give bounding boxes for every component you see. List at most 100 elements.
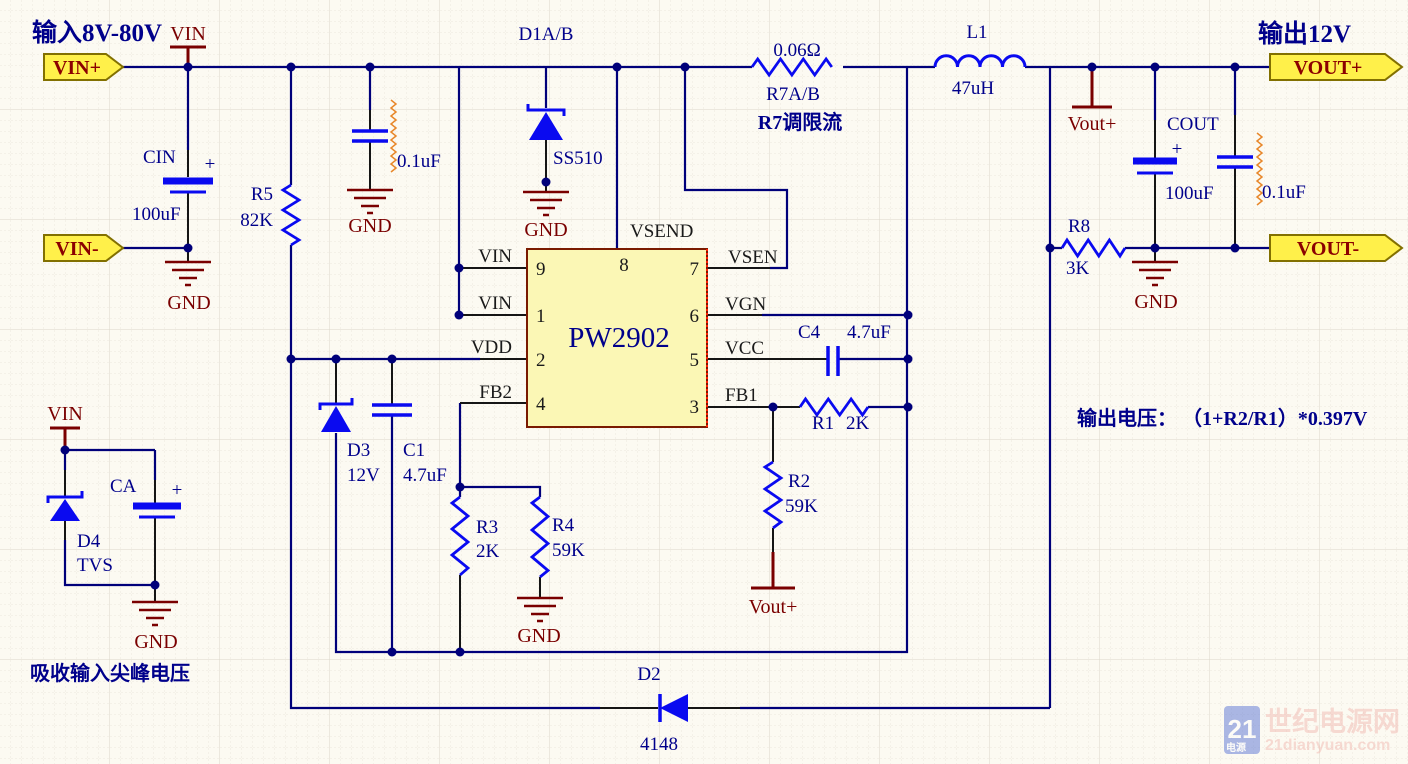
vin-port-label: VIN <box>170 23 206 45</box>
gnd-label: GND <box>524 219 567 241</box>
gnd-label: GND <box>348 215 391 237</box>
watermark-site-name: 世纪电源网 <box>1265 706 1400 737</box>
pin-label-vcc: VCC <box>725 338 764 359</box>
cin-value: 100uF <box>132 204 181 225</box>
r7-note: R7调限流 <box>758 110 842 134</box>
gnd-symbol <box>523 190 569 217</box>
flag-vin-plus[interactable] <box>43 53 125 81</box>
diode-d3-triangle <box>321 406 351 432</box>
watermark-logo-text: 电源 <box>1226 741 1246 754</box>
gnd-symbol <box>132 600 178 627</box>
resistor-r8 <box>1060 237 1127 259</box>
d4-ref: D4 <box>77 531 101 552</box>
d2-ref: D2 <box>637 664 660 685</box>
pin-label-vgn: VGN <box>725 294 766 315</box>
gnd-symbol <box>165 260 211 287</box>
vout-port-label: Vout+ <box>1068 113 1117 135</box>
cin-plus: + <box>205 154 216 175</box>
cin2-value: 0.1uF <box>397 151 441 172</box>
diode-d1-triangle <box>529 112 563 140</box>
resistor-r3 <box>449 495 471 577</box>
d3-value: 12V <box>347 465 380 486</box>
input-range-title: 输入8V-80V <box>32 18 162 47</box>
r8-ref: R8 <box>1068 216 1090 237</box>
d1-ref: D1A/B <box>519 24 574 45</box>
c4-value: 4.7uF <box>847 322 891 343</box>
pin-label-fb1: FB1 <box>725 385 758 406</box>
ic-name: PW2902 <box>568 322 670 354</box>
r2-value: 59K <box>785 496 818 517</box>
gnd-symbol <box>1132 260 1178 287</box>
flag-vout-plus-label: VOUT+ <box>1294 57 1363 79</box>
pin-number-8: 8 <box>619 255 629 276</box>
pin-number-1: 1 <box>536 306 546 327</box>
watermark-site-url: 21dianyuan.com <box>1265 737 1390 754</box>
flag-vin-minus[interactable] <box>43 234 125 262</box>
r1-ref: R1 <box>812 413 834 434</box>
pin-label-vin9: VIN <box>478 246 512 267</box>
gnd-label: GND <box>134 631 177 653</box>
resistor-r1 <box>798 396 870 418</box>
r4-ref: R4 <box>552 515 575 536</box>
c1-ref: C1 <box>403 440 425 461</box>
resistor-r7 <box>750 56 833 78</box>
diode-d4-triangle <box>50 499 80 521</box>
r3-ref: R3 <box>476 517 498 538</box>
cout-plus: + <box>1172 139 1183 160</box>
c1-value: 4.7uF <box>403 465 447 486</box>
r3-value: 2K <box>476 541 500 562</box>
junction-dots <box>60 62 1240 657</box>
ca-ref: CA <box>110 476 137 497</box>
gnd-label: GND <box>1134 291 1177 313</box>
pin-label-fb2: FB2 <box>479 382 512 403</box>
r8-value: 3K <box>1066 258 1090 279</box>
r5-value: 82K <box>240 210 273 231</box>
watermark-logo <box>1224 706 1260 754</box>
component-leads <box>64 110 1236 709</box>
pin-number-9: 9 <box>536 259 546 280</box>
vin-port-label: VIN <box>47 403 83 425</box>
tvs-note: 吸收输入尖峰电压 <box>30 661 190 685</box>
power-port-bars <box>50 45 1112 590</box>
d4-value: TVS <box>77 555 113 576</box>
r5-ref: R5 <box>251 184 273 205</box>
resistor-r4 <box>529 495 551 579</box>
pin-number-3: 3 <box>690 397 700 418</box>
r7-ref: R7A/B <box>766 84 820 105</box>
pin-number-4: 4 <box>536 394 546 415</box>
watermark-logo-number: 21 <box>1228 714 1257 744</box>
resistor-r5 <box>280 183 302 247</box>
l1-value: 47uH <box>952 78 995 99</box>
ic-body <box>526 248 708 428</box>
wire-nets <box>63 65 1270 710</box>
diode-d3-bar <box>318 398 354 410</box>
flag-vout-minus[interactable] <box>1269 234 1404 262</box>
cout-value: 100uF <box>1165 183 1214 204</box>
pin-number-5: 5 <box>690 350 700 371</box>
diode-d4-bar <box>46 491 84 503</box>
flag-vout-minus-label: VOUT- <box>1297 238 1359 260</box>
gnd-symbol <box>347 188 393 215</box>
cout-ref: COUT <box>1167 114 1219 135</box>
pin-label-vsend: VSEND <box>630 221 693 242</box>
gnd-label: GND <box>517 625 560 647</box>
cin-ref: CIN <box>143 147 176 168</box>
c4-ref: C4 <box>798 322 821 343</box>
r7-value: 0.06Ω <box>773 40 820 61</box>
output-voltage-formula: 输出电压： （1+R2/R1）*0.397V <box>1077 406 1368 430</box>
pin-label-vin1: VIN <box>478 293 512 314</box>
r1-value: 2K <box>846 413 870 434</box>
gnd-label: GND <box>167 292 210 314</box>
ca-plus: + <box>172 480 183 501</box>
pin-number-2: 2 <box>536 350 546 371</box>
pin-label-vdd: VDD <box>471 337 512 358</box>
diode-d2-triangle <box>660 694 688 722</box>
flag-vin-minus-label: VIN- <box>55 238 98 260</box>
flag-vin-plus-label: VIN+ <box>53 57 101 79</box>
flag-vout-plus[interactable] <box>1269 53 1404 81</box>
pin-number-7: 7 <box>690 259 700 280</box>
resistor-r2 <box>762 460 784 530</box>
gnd-symbol <box>517 596 563 623</box>
r2-ref: R2 <box>788 471 810 492</box>
